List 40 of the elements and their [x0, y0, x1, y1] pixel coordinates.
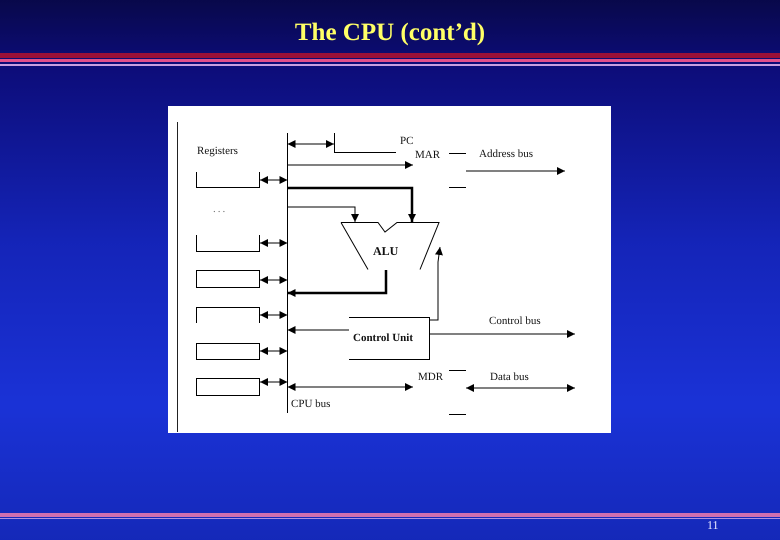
bus-label: CPU bus [291, 398, 330, 410]
arrow [466, 384, 576, 392]
page-number: 11 [707, 519, 719, 532]
arrow [430, 246, 443, 320]
arrow [287, 383, 414, 391]
register-box [196, 307, 260, 323]
register-box [196, 343, 260, 360]
ellipsis: ... [213, 203, 228, 216]
register-group-label: Registers [197, 145, 238, 158]
arrow [260, 347, 288, 355]
arrow [288, 270, 388, 297]
arrow [260, 276, 288, 284]
edge-label: Address bus [479, 148, 534, 160]
alu-trapezoid [340, 222, 440, 270]
control-unit-box [349, 317, 430, 360]
arrow [287, 326, 350, 334]
arrow [287, 206, 359, 222]
register-box [196, 378, 260, 396]
register-label: MDR [418, 371, 444, 383]
arrow [260, 239, 288, 247]
register-box [196, 270, 260, 288]
register-label: PC [400, 135, 414, 147]
register-label: MAR [415, 149, 440, 161]
slide-title: The CPU (cont’d) [294, 18, 486, 48]
bus-line [287, 133, 333, 413]
register-box [196, 172, 260, 188]
arrow [260, 176, 288, 184]
edge-label: Data bus [490, 371, 529, 383]
arrow [466, 167, 566, 175]
arrow [260, 378, 288, 386]
arrow [287, 140, 334, 148]
alu-label: ALU [373, 245, 398, 257]
edge-label: Control bus [489, 315, 541, 327]
arrow [260, 311, 288, 319]
arrow [288, 186, 416, 222]
register-box [196, 235, 260, 252]
arrow [287, 161, 414, 169]
unit-label: Control Unit [353, 332, 413, 344]
arrow [430, 330, 576, 338]
register-bracket [413, 148, 466, 188]
